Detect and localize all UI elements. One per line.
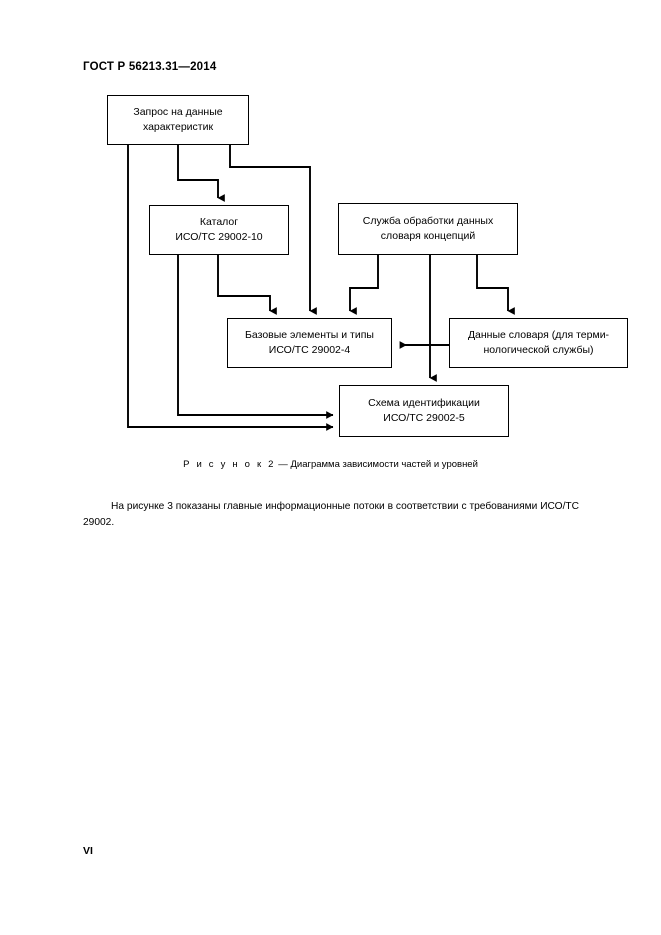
edge-service-to-base (349, 255, 379, 315)
edge-catalog-to-base (217, 255, 277, 315)
node-catalog-line1: Каталог (199, 216, 239, 228)
page-number: VI (83, 845, 93, 857)
edge-request-to-identification (127, 145, 334, 431)
node-service-line2: словаря концепций (380, 230, 476, 242)
node-dictionary-line1: Данные словаря (для терми- (467, 329, 610, 341)
node-base-elements[interactable]: Базовые элементы и типы ИСО/ТС 29002-4 (227, 318, 392, 368)
node-catalog[interactable]: Каталог ИСО/ТС 29002-10 (149, 205, 289, 255)
node-catalog-line2: ИСО/ТС 29002-10 (175, 231, 263, 243)
node-identification-line2: ИСО/ТС 29002-5 (383, 412, 465, 424)
node-request[interactable]: Запрос на данные характеристик (107, 95, 249, 145)
edge-catalog-to-identification (177, 255, 334, 419)
figure-2-diagram: Запрос на данные характеристик Каталог И… (0, 95, 661, 470)
figure-caption-lead: Р и с у н о к 2 (183, 459, 276, 470)
node-base-line2: ИСО/ТС 29002-4 (268, 344, 351, 356)
node-identification-scheme[interactable]: Схема идентификации ИСО/ТС 29002-5 (339, 385, 509, 437)
node-identification-line1: Схема идентификации (368, 397, 480, 409)
figure-caption-text: — Диаграмма зависимости частей и уровней (275, 459, 478, 470)
node-service-line1: Служба обработки данных (362, 215, 494, 227)
standard-header: ГОСТ Р 56213.31—2014 (83, 61, 217, 73)
edge-request-to-catalog (177, 145, 225, 202)
edge-request-to-base (229, 145, 317, 315)
edge-service-to-dictionary (476, 255, 515, 315)
node-request-line2: характеристик (142, 121, 214, 133)
figure-caption: Р и с у н о к 2 — Диаграмма зависимости … (0, 459, 661, 470)
node-service[interactable]: Служба обработки данных словаря концепци… (338, 203, 518, 255)
node-request-line1: Запрос на данные (133, 106, 223, 118)
node-dictionary-line2: нологической службы) (483, 344, 594, 356)
body-paragraph: На рисунке 3 показаны главные информацио… (83, 501, 579, 528)
node-base-line1: Базовые элементы и типы (245, 329, 374, 341)
node-dictionary-data[interactable]: Данные словаря (для терми- нологической … (449, 318, 628, 368)
diagram-connectors (127, 145, 515, 431)
